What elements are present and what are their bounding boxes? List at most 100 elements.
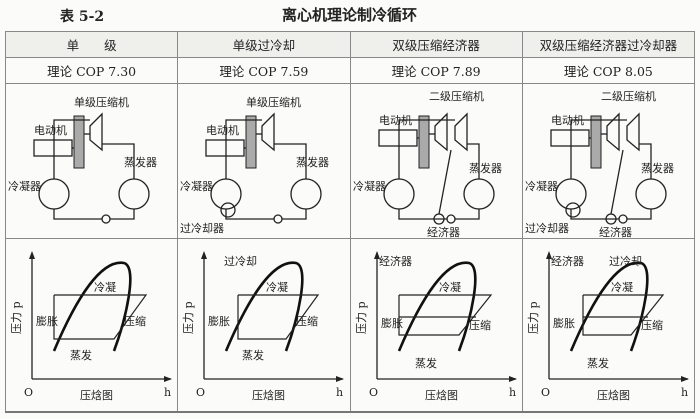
condenser-label: 冷凝器 (180, 179, 213, 193)
compressor-label: 二级压缩机 (601, 89, 656, 103)
compressor-label: 单级压缩机 (246, 95, 301, 109)
evaporator-icon (635, 178, 667, 210)
evaporator-icon (290, 178, 322, 210)
schematic-cell: 单级压缩机电动机冷凝器 蒸发器过冷却器 (177, 83, 351, 239)
evaporator-icon (462, 178, 495, 210)
cop-cell: 理论 COP 7.30 (4, 57, 179, 84)
motor-label: 电动机 (379, 113, 412, 127)
gearbox-icon (590, 115, 602, 169)
economizer-pipe (437, 149, 452, 215)
motor-label: 电动机 (551, 113, 584, 127)
refrigerant-pipe (53, 119, 135, 220)
compressor-icon (433, 112, 448, 152)
ph-title: 压焓图 (252, 388, 285, 402)
evaporator-label: 蒸发器 (641, 161, 674, 175)
economizer-ph-label: 经济器 (379, 254, 412, 268)
schematic-cell: 二级压缩机电动机冷凝器蒸发器过冷却器经济器 (521, 83, 696, 239)
expand-label: 膨胀 (36, 314, 58, 328)
pressure-axis-label: 压力 p (182, 301, 195, 334)
economizer-pipe (610, 149, 624, 215)
expansion-valve-icon (101, 214, 111, 224)
subcooler-label: 过冷却器 (180, 222, 224, 235)
column-header: 双级压缩经济器 (349, 31, 523, 58)
motor-label: 电动机 (206, 123, 239, 137)
cycle-path (237, 294, 320, 340)
axes (203, 253, 344, 380)
gearbox-icon (245, 115, 257, 169)
expand-label: 膨胀 (553, 316, 575, 330)
origin-label: O (24, 386, 33, 399)
column-header: 单级过冷却 (177, 31, 351, 58)
cycle-path (397, 294, 492, 336)
saturation-dome (397, 261, 477, 352)
pressure-axis-label: 压力 p (10, 301, 23, 334)
motor-box (205, 139, 245, 157)
evaporator-label: 蒸发器 (469, 161, 502, 175)
condenser-icon (38, 178, 70, 210)
condense-label: 冷凝 (94, 280, 116, 294)
schematic-cell: 二级压缩机电动机冷凝器 蒸发器经济器 (349, 83, 523, 239)
cop-cell: 理论 COP 7.59 (177, 57, 351, 84)
economizer-label: 经济器 (599, 225, 632, 238)
h-axis-label: h (509, 386, 516, 399)
motor-box (377, 129, 418, 147)
motor-label: 电动机 (34, 123, 67, 137)
expansion-valve-icon (273, 214, 283, 224)
subcooler-label: 过冷却器 (525, 222, 569, 235)
schematic-cell: 单级压缩机电动机冷凝器蒸发器 (4, 83, 179, 239)
table-number: 表 5-2 (60, 9, 105, 25)
axes (31, 253, 171, 380)
evaporator-icon (118, 178, 150, 210)
evaporate-label: 蒸发 (242, 348, 264, 362)
cycle-path (582, 294, 664, 336)
economizer-ph-label: 经济器 (551, 254, 584, 268)
subcooler-icon (565, 202, 581, 218)
compressor-icon (606, 112, 620, 152)
compress-label: 压缩 (641, 319, 663, 332)
expand-label: 膨胀 (381, 316, 403, 330)
saturation-dome (52, 261, 132, 352)
compressor-label: 二级压缩机 (429, 89, 484, 103)
evaporate-label: 蒸发 (70, 348, 92, 362)
motor-box (33, 139, 73, 157)
ph-title: 压焓图 (80, 388, 113, 402)
evaporator-label: 蒸发器 (296, 155, 329, 169)
origin-label: O (196, 386, 205, 399)
column-header: 单 级 (4, 31, 179, 58)
table-title: 离心机理论制冷循环 (282, 6, 418, 24)
condenser-icon (382, 178, 415, 210)
cycle-path (53, 294, 148, 340)
gearbox-icon (73, 115, 85, 169)
origin-label: O (369, 386, 378, 399)
compressor-icon (89, 112, 103, 152)
origin-label: O (541, 386, 550, 399)
h-axis-label: h (336, 386, 343, 399)
cop-cell: 理论 COP 7.89 (349, 57, 523, 84)
economizer-label: 经济器 (427, 225, 460, 238)
evaporate-label: 蒸发 (587, 356, 609, 370)
condenser-label: 冷凝器 (8, 179, 41, 193)
column-header: 双级压缩经济器过冷却器 (521, 31, 696, 58)
evaporator-label: 蒸发器 (124, 155, 157, 169)
axes (375, 253, 516, 380)
ph-title: 压焓图 (425, 388, 458, 402)
refrigerant-pipe (570, 119, 652, 220)
compress-label: 压缩 (469, 319, 491, 332)
refrigerant-pipe (225, 119, 307, 220)
refrigerant-pipe (397, 119, 480, 220)
condenser-label: 冷凝器 (353, 179, 386, 193)
subcooler-icon (220, 202, 236, 218)
evaporate-label: 蒸发 (415, 356, 437, 370)
condenser-icon (555, 178, 587, 210)
